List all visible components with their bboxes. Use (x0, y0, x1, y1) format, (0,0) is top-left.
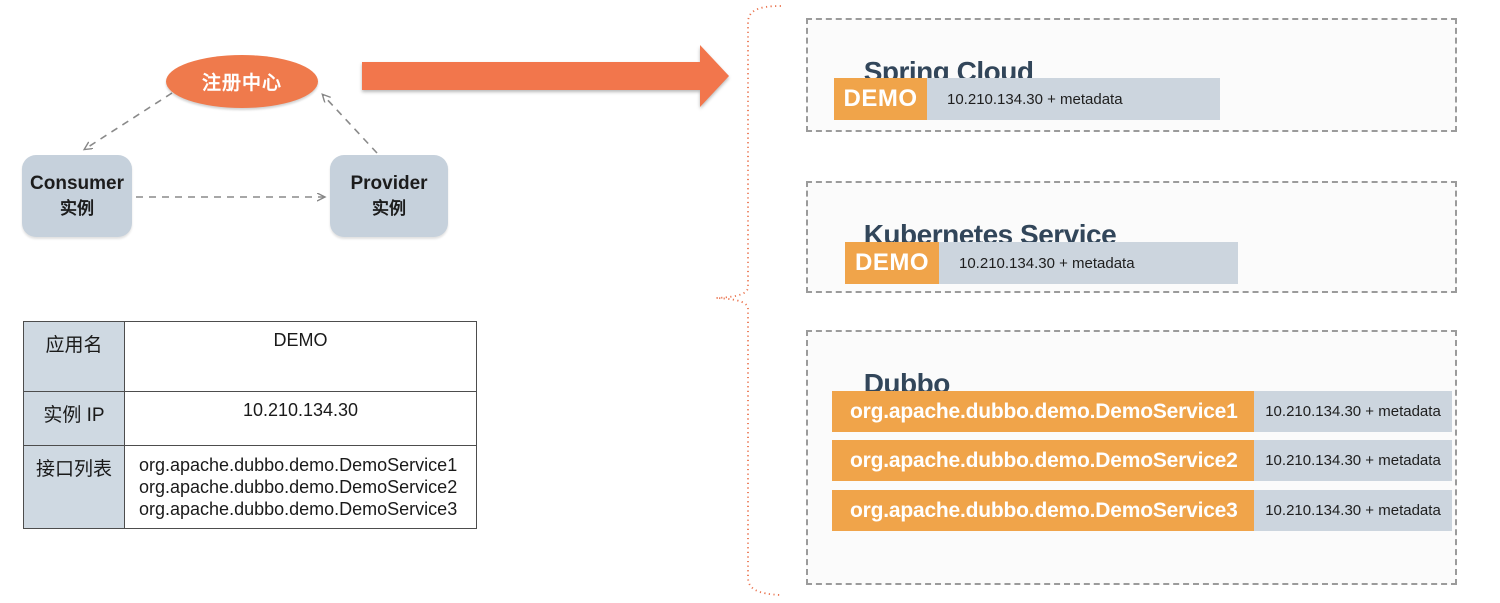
metadata-bar: 10.210.134.30 + metadata (1254, 391, 1452, 432)
spring-cloud-entry: DEMO 10.210.134.30 + metadata (834, 78, 1220, 120)
app-name-label: 应用名 (23, 321, 125, 392)
consumer-instance-node: Consumer 实例 (22, 155, 132, 237)
service-name-badge: org.apache.dubbo.demo.DemoService2 (832, 440, 1254, 481)
provider-to-registry-dashed-arrow (323, 95, 378, 154)
service-name-badge: org.apache.dubbo.demo.DemoService3 (832, 490, 1254, 531)
table-row-instance-ip: 实例 IP 10.210.134.30 (23, 391, 477, 446)
service-name-badge: org.apache.dubbo.demo.DemoService1 (832, 391, 1254, 432)
dubbo-service-entry: org.apache.dubbo.demo.DemoService1 10.21… (832, 391, 1452, 432)
consumer-label: Consumer (30, 173, 124, 194)
table-row-app-name: 应用名 DEMO (23, 321, 477, 392)
registry-to-consumer-dashed-arrow (85, 92, 173, 149)
instance-ip-value: 10.210.134.30 (124, 391, 477, 446)
interface-list-value: org.apache.dubbo.demo.DemoService1 org.a… (124, 445, 477, 529)
interface-item: org.apache.dubbo.demo.DemoService1 (139, 455, 458, 475)
app-name-value: DEMO (124, 321, 477, 392)
application-info-table: 应用名 DEMO 实例 IP 10.210.134.30 接口列表 org.ap… (23, 321, 477, 529)
demo-badge: DEMO (834, 78, 927, 120)
metadata-bar: 10.210.134.30 + metadata (927, 78, 1220, 120)
dubbo-service-entry: org.apache.dubbo.demo.DemoService3 10.21… (832, 490, 1452, 531)
provider-sublabel: 实例 (372, 199, 406, 218)
interface-item: org.apache.dubbo.demo.DemoService2 (139, 477, 458, 497)
table-row-interface-list: 接口列表 org.apache.dubbo.demo.DemoService1 … (23, 445, 477, 529)
demo-badge: DEMO (845, 242, 939, 284)
registry-center-label: 注册中心 (201, 73, 282, 94)
metadata-bar: 10.210.134.30 + metadata (1254, 440, 1452, 481)
metadata-bar: 10.210.134.30 + metadata (1254, 490, 1452, 531)
registry-center-node: 注册中心 (166, 55, 318, 108)
curly-brace-icon (715, 5, 782, 596)
provider-label: Provider (350, 173, 428, 194)
dubbo-service-entry: org.apache.dubbo.demo.DemoService2 10.21… (832, 440, 1452, 481)
instance-ip-label: 实例 IP (23, 391, 125, 446)
interface-item: org.apache.dubbo.demo.DemoService3 (139, 499, 458, 519)
kubernetes-service-panel: Kubernetes Service DEMO 10.210.134.30 + … (806, 181, 1457, 293)
interface-list-label: 接口列表 (23, 445, 125, 529)
provider-instance-node: Provider 实例 (330, 155, 448, 237)
consumer-sublabel: 实例 (60, 199, 94, 218)
dubbo-panel: Dubbo org.apache.dubbo.demo.DemoService1… (806, 330, 1457, 585)
spring-cloud-panel: Spring Cloud DEMO 10.210.134.30 + metada… (806, 18, 1457, 132)
kubernetes-entry: DEMO 10.210.134.30 + metadata (845, 242, 1238, 284)
metadata-bar: 10.210.134.30 + metadata (939, 242, 1238, 284)
transform-arrow-icon (362, 45, 729, 107)
